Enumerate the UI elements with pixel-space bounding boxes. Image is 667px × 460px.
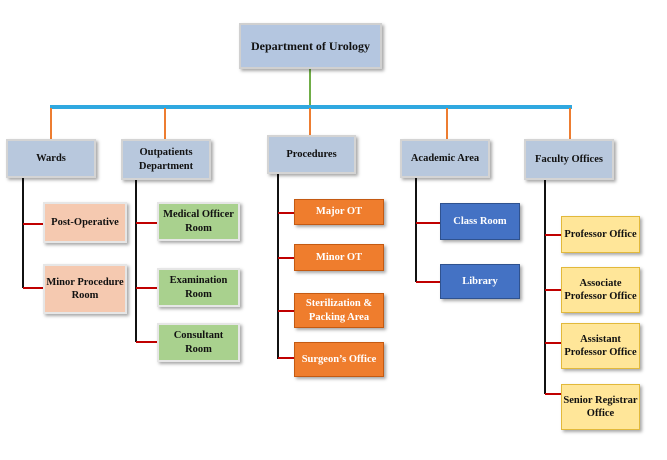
faculty-spine-line [544, 180, 546, 394]
branch-line [136, 287, 157, 289]
dept-node-wards: Wards [6, 139, 96, 178]
wards-child-node: Post-Operative [43, 202, 127, 243]
branch-line [23, 287, 43, 289]
dept-node-procedures: Procedures [267, 135, 356, 174]
opd-child-node: Consultant Room [157, 323, 240, 362]
child-label: Major OT [315, 206, 363, 218]
dept-label: Faculty Offices [535, 153, 603, 165]
child-label: Medical Officer Room [163, 209, 234, 234]
procedures-drop-line [309, 108, 311, 135]
faculty-child-node: Associate Professor Office [561, 267, 640, 313]
branch-line [136, 341, 157, 343]
child-label: Post-Operative [51, 216, 119, 228]
child-label: Consultant Room [173, 330, 224, 355]
branch-line [545, 234, 561, 236]
branch-line [136, 222, 157, 224]
child-label: Professor Office [564, 228, 637, 240]
dept-label: Academic Area [410, 152, 480, 164]
academic-drop-line [446, 108, 448, 139]
dept-node-academic: Academic Area [400, 139, 490, 178]
child-label: Associate Professor Office [564, 277, 637, 302]
child-label: Class Room [453, 215, 507, 227]
branch-line [545, 289, 561, 291]
procedures-child-node: Sterilization & Packing Area [294, 293, 384, 328]
opd-drop-line [164, 108, 166, 139]
branch-line [416, 281, 440, 283]
opd-child-node: Examination Room [157, 268, 240, 307]
root-label: Department of Urology [250, 38, 371, 53]
procedures-child-node: Surgeon’s Office [294, 342, 384, 377]
dept-label: Procedures [286, 148, 337, 160]
child-label: Surgeon’s Office [301, 353, 377, 365]
branch-line [545, 342, 561, 344]
faculty-child-node: Professor Office [561, 216, 640, 253]
child-label: Sterilization & Packing Area [305, 298, 373, 323]
faculty-child-node: Assistant Professor Office [561, 323, 640, 369]
child-label: Examination Room [169, 275, 228, 300]
child-label: Senior Registrar Office [563, 394, 638, 419]
branch-line [278, 310, 294, 312]
branch-line [278, 212, 294, 214]
wards-spine-line [22, 178, 24, 288]
wards-drop-line [50, 108, 52, 139]
academic-child-node: Library [440, 264, 520, 299]
child-label: Minor Procedure Room [46, 276, 124, 301]
procedures-child-node: Minor OT [294, 244, 384, 271]
branch-line [23, 223, 43, 225]
academic-spine-line [415, 178, 417, 282]
branch-line [545, 393, 561, 395]
child-label: Assistant Professor Office [564, 333, 637, 358]
faculty-drop-line [569, 108, 571, 139]
horizontal-bus-line [50, 105, 572, 109]
opd-spine-line [135, 180, 137, 342]
academic-child-node: Class Room [440, 203, 520, 240]
procedures-spine-line [277, 174, 279, 359]
branch-line [278, 357, 294, 359]
root-node: Department of Urology [239, 23, 382, 69]
procedures-child-node: Major OT [294, 199, 384, 225]
opd-child-node: Medical Officer Room [157, 202, 240, 241]
branch-line [416, 222, 440, 224]
dept-label: Wards [36, 152, 66, 164]
faculty-child-node: Senior Registrar Office [561, 384, 640, 430]
dept-node-faculty: Faculty Offices [524, 139, 614, 180]
dept-label: Outpatients Department [138, 147, 194, 172]
child-label: Library [462, 275, 498, 287]
child-label: Minor OT [315, 251, 363, 263]
branch-line [278, 257, 294, 259]
root-connector [309, 68, 311, 106]
wards-child-node: Minor Procedure Room [43, 264, 127, 314]
dept-node-outpatients: Outpatients Department [121, 139, 211, 180]
